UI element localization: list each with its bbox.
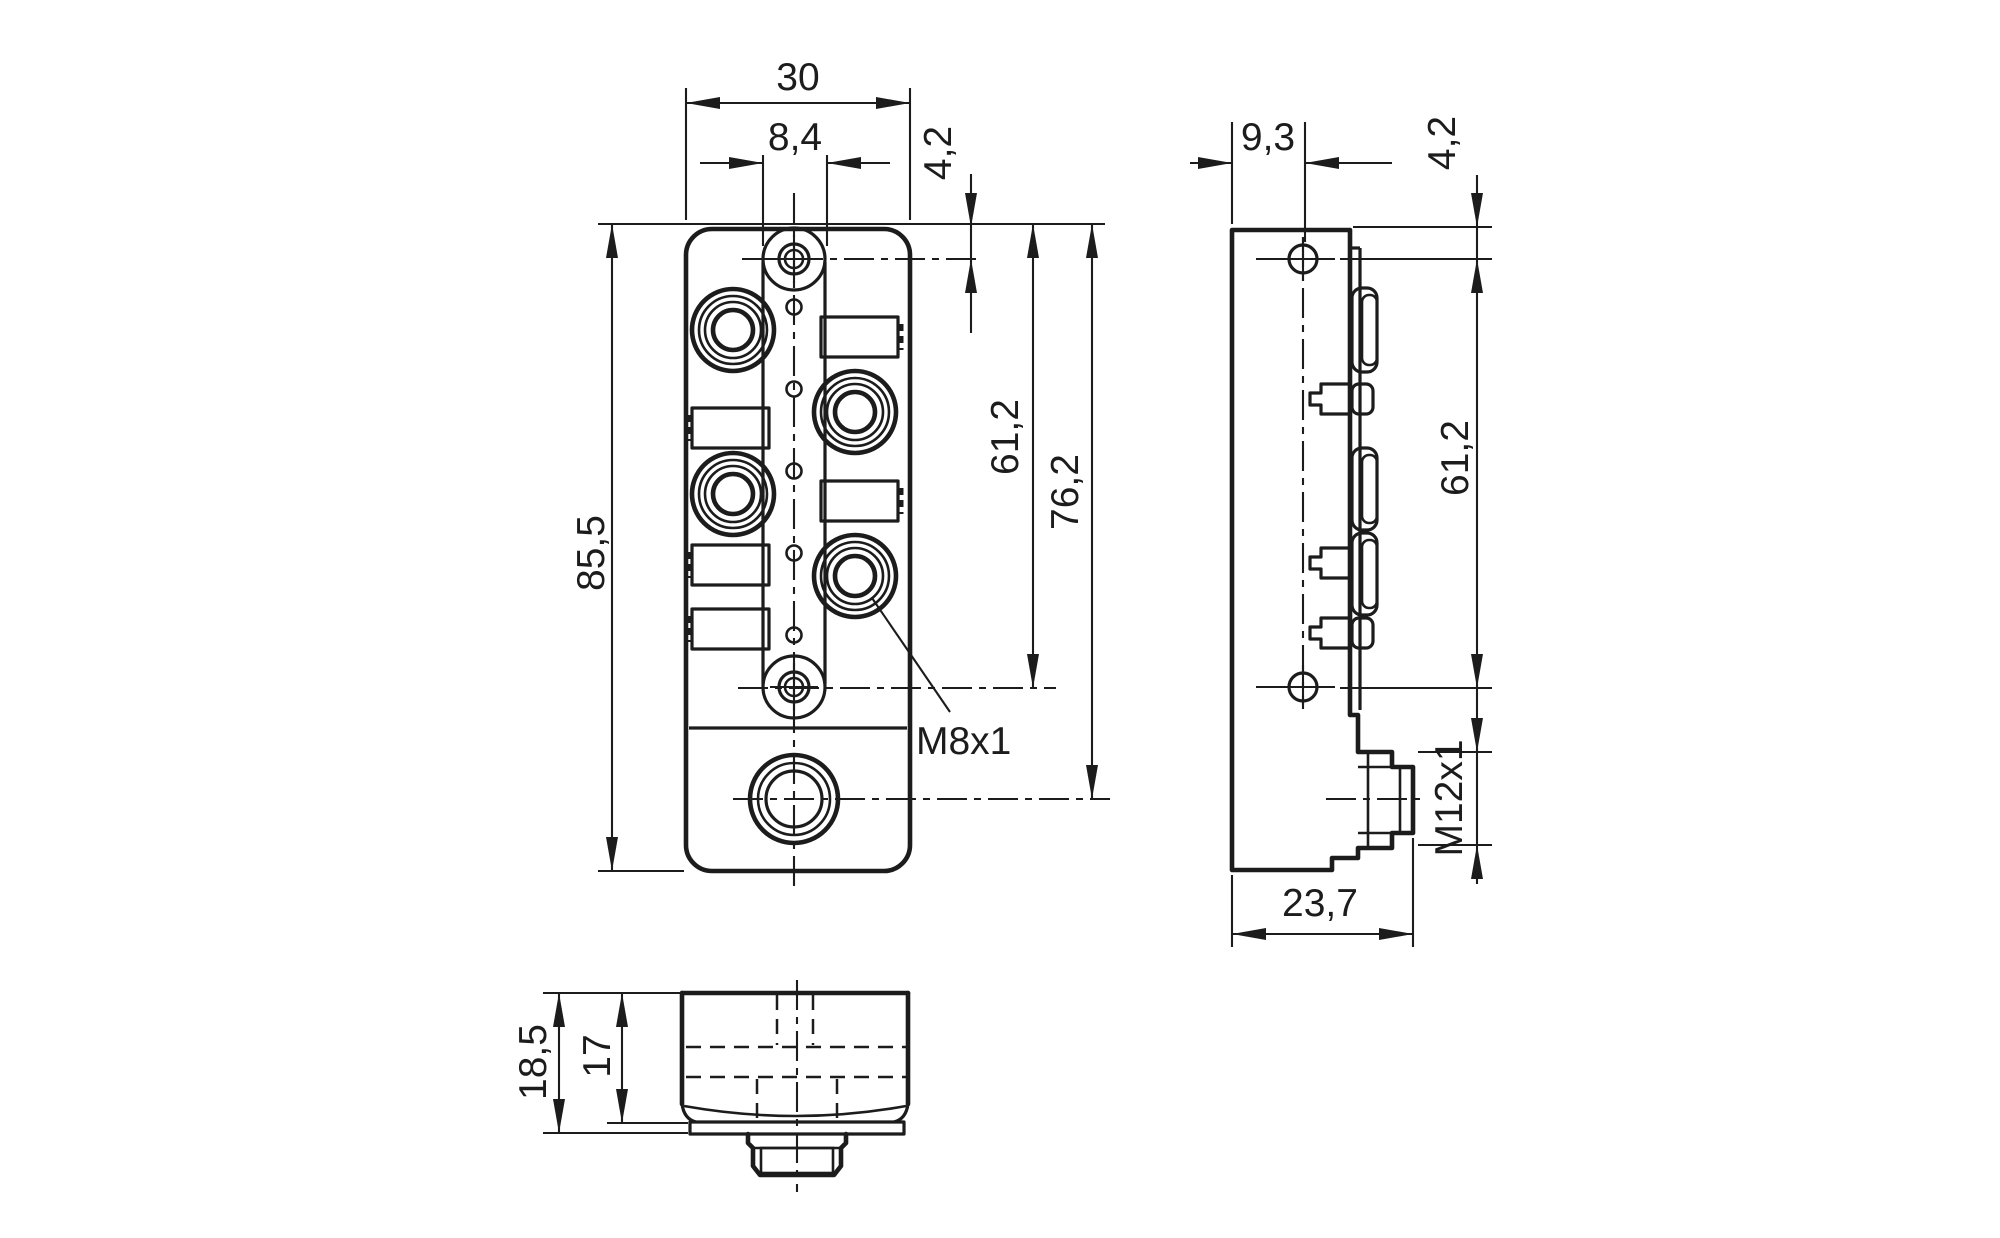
front-mounting-hole-bottom <box>770 663 818 711</box>
side-connector-rail <box>1308 246 1379 710</box>
front-view: M8x1 30 8,4 4,2 <box>570 56 1110 893</box>
front-mounting-strip <box>761 226 827 720</box>
m8-port-3 <box>689 450 777 538</box>
led-window-left-3 <box>686 607 771 651</box>
dim-front-strip-label: 8,4 <box>768 116 822 159</box>
m8-port-1 <box>689 286 777 374</box>
dim-side-hole-edge-offset: 9,3 <box>1190 116 1392 242</box>
dim-front-m12-span: 76,2 <box>1044 224 1098 799</box>
side-m12-connector-profile <box>1358 752 1402 848</box>
bottom-housing-outline <box>679 990 911 1136</box>
dim-front-hole-offset: 4,2 <box>917 126 977 333</box>
dim-front-height: 85,5 <box>570 224 618 871</box>
m8x1-callout: M8x1 <box>871 597 1011 763</box>
dim-bottom-total-depth: 18,5 <box>512 993 565 1133</box>
m8-port-4 <box>811 532 899 620</box>
dim-bottom-total-depth-label: 18,5 <box>512 1024 555 1100</box>
dim-front-m12-span-label: 76,2 <box>1044 454 1087 530</box>
bottom-extension-lines <box>543 991 688 1135</box>
dim-front-hole-offset-label: 4,2 <box>917 126 960 180</box>
front-mounting-hole-top <box>770 235 818 283</box>
front-centerlines <box>733 193 1110 893</box>
dim-side-hole-offset-label: 4,2 <box>1421 116 1464 170</box>
dim-side-hole-offset: 4,2 <box>1421 116 1483 293</box>
led-window-right-1 <box>819 315 904 359</box>
side-mounting-hole-top <box>1281 237 1325 281</box>
side-housing-outline <box>1229 227 1416 873</box>
dim-bottom-housing-depth: 17 <box>576 993 628 1123</box>
m12x1-label: M12x1 <box>1428 739 1471 856</box>
dim-front-hole-span-label: 61,2 <box>984 399 1027 475</box>
m12x1-callout: M12x1 <box>1428 718 1483 879</box>
front-center-marks <box>785 298 803 644</box>
side-extension-lines <box>1340 175 1492 884</box>
dim-side-base-depth-label: 23,7 <box>1282 882 1358 925</box>
m8x1-label: M8x1 <box>916 720 1011 763</box>
bottom-m12-stub <box>745 1131 849 1178</box>
dim-side-hole-span: 61,2 <box>1434 420 1483 688</box>
side-centerlines <box>1256 237 1420 801</box>
dim-bottom-housing-depth-label: 17 <box>576 1034 619 1077</box>
led-window-right-2 <box>819 479 904 523</box>
dim-side-base-depth: 23,7 <box>1230 838 1415 947</box>
dim-side-hole-edge-offset-label: 9,3 <box>1241 116 1295 159</box>
led-window-left-2 <box>686 543 771 587</box>
led-window-left-1 <box>686 406 771 450</box>
side-view: 9,3 4,2 61,2 M12x1 <box>1190 116 1492 947</box>
dim-front-width: 30 <box>684 56 912 220</box>
side-mounting-hole-bottom <box>1281 665 1325 709</box>
bottom-view: 18,5 17 <box>512 980 911 1192</box>
m12-socket-front <box>747 752 841 846</box>
dim-front-hole-span: 61,2 <box>984 224 1039 688</box>
dim-front-strip-width: 8,4 <box>700 116 890 246</box>
dim-front-width-label: 30 <box>776 56 819 99</box>
bottom-hidden-edges <box>686 995 906 1122</box>
m8-port-2 <box>811 368 899 456</box>
dim-side-hole-span-label: 61,2 <box>1434 420 1477 496</box>
dim-front-height-label: 85,5 <box>570 515 613 591</box>
